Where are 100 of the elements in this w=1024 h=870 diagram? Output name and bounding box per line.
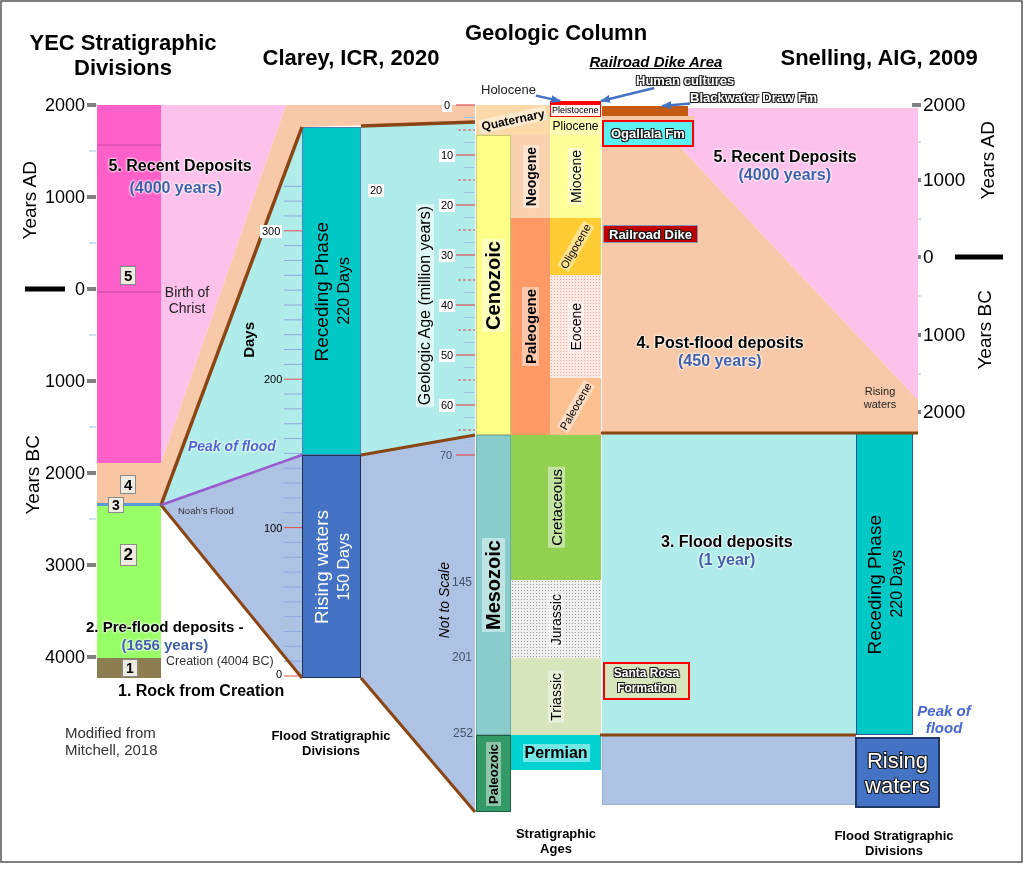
division-title: 1. Rock from Creation [118,682,285,700]
period-label: Triassic [548,670,564,723]
formation-box [603,225,698,243]
region-title: 3. Flood deposits [661,533,793,551]
deposit-region [602,433,856,735]
axis-tick-label: 1000 [923,324,966,346]
epoch-band [550,218,601,275]
period-band [511,658,601,735]
column-caption: Flood Stratigraphic Divisions [833,828,955,858]
stratigraphic-division [97,658,161,678]
axis-tick-label: 4000 [45,646,86,668]
axis-tick-label: 70 [440,448,453,462]
period-band [511,735,601,770]
column-heading: Clarey, ICR, 2020 [262,44,440,70]
phase-label: Receding Phase [863,514,886,654]
epoch-band [550,275,601,378]
era-band [476,435,511,735]
leader-arrow [600,86,655,103]
duration-label: 220 Days [334,257,353,325]
axis-tick-label: 2000 [45,462,86,484]
axis-title: Days [239,322,257,358]
duration-label: (4000 years) [738,166,831,184]
period-label: Paleogene [522,287,539,367]
period-band [511,135,550,218]
axis-tick-label: 2000 [45,94,86,116]
axis-tick-label: 3000 [45,554,86,576]
axis-title: Years BC [22,435,44,515]
axis-tick-label: 252 [453,726,474,740]
annotation-text: Birth of Christ [164,284,210,316]
axis-tick-label: 0 [75,278,85,300]
receding-phase-bar [302,127,361,455]
receding-phase-bar [856,433,913,735]
era-label: Paleozoic [486,741,501,806]
phase-label: Rising waters [310,509,333,624]
era-band [476,735,511,812]
scale-note: Not to Scale [436,562,452,639]
axis-title: Years AD [977,120,999,199]
axis-tick-label: 200 [264,372,283,386]
period-band [511,435,601,580]
layer-strip [550,101,601,104]
epoch-band [550,135,601,218]
axis-tick-label: 2000 [923,94,966,116]
column-caption: Stratigraphic Ages [514,826,598,856]
axis-title: Years BC [974,290,996,370]
phase-label: Receding Phase [310,221,333,361]
column-heading: YEC Stratigraphic Divisions [28,30,218,80]
duration-label: (1 year) [698,551,756,569]
column-caption: Flood Stratigraphic Divisions [270,728,392,758]
column-heading: Railroad Dike Area [589,52,723,70]
callout-text: Holocene [481,82,536,97]
column-heading: Geologic Column [465,19,648,45]
axis-tick-label: 0 [442,98,453,112]
division-number: 4 [120,474,137,494]
axis-tick-label: 100 [264,521,283,535]
period-band [511,580,601,658]
division-number: 2 [119,544,137,566]
axis-tick-label: 2000 [923,401,966,423]
callout-text: Blackwater Draw Fm [690,90,818,105]
axis-title: Geologic Age (million years) [416,203,434,407]
epoch-label: Eocene [567,301,584,353]
era-label: Cenozoic [482,238,505,332]
deposit-region [602,116,918,433]
formation-label: Railroad Dike [609,226,693,242]
epoch-label: Pleistocene [552,105,599,116]
era-band [476,135,511,435]
leader-arrow [535,94,562,103]
period-band [511,218,550,435]
region-title: 5. Recent Deposits [713,148,857,166]
callout-text: Human cultures [636,73,735,88]
division-number: 5 [120,265,137,285]
axis-tick-label: 1000 [45,370,86,392]
source-note: Modified from Mitchell, 2018 [65,724,159,758]
axis-tick-label: 145 [452,575,473,589]
duration-label: (450 years) [678,352,762,370]
axis-tick-label: 0 [276,667,283,681]
column-heading: Snelling, AIG, 2009 [780,44,978,70]
annotation-text: Creation (4004 BC) [166,654,274,668]
rising-waters-bar [302,455,361,678]
region-title: 4. Post-flood deposits [636,334,804,352]
axis-tick-label: 0 [923,246,934,268]
annotation-text: Rising waters [862,385,898,411]
annotation-text: Peak of flood [916,702,973,736]
formation-bar [602,106,688,116]
rising-waters-bar [855,737,940,808]
deposit-region [602,735,856,805]
epoch-label: Miocene [567,148,584,205]
axis-title: Years AD [19,160,41,239]
formation-box [603,662,690,700]
period-label: Cretaceous [547,467,565,548]
leader-arrow [661,101,691,110]
axis-tick-label: 201 [452,650,473,664]
duration-label: 220 Days [887,550,906,618]
division-number: 3 [108,497,124,513]
annotation-text: Noah’s Flood [178,504,234,516]
duration-label: (4000 years) [129,179,222,197]
annotation-text: Peak of flood [188,438,276,454]
axis-tick-label: 1000 [923,169,966,191]
period-label: Permian [522,743,590,762]
period-label: Neogene [522,145,539,209]
duration-label: 150 Days [334,532,353,601]
